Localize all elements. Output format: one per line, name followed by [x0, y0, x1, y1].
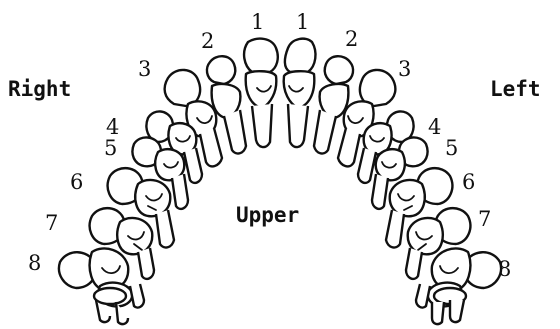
right-tooth-number-7: 7: [45, 211, 58, 235]
right-tooth-number-2: 2: [201, 29, 214, 53]
right-half-teeth: [59, 39, 278, 324]
left-tooth-number-1: 1: [296, 10, 309, 34]
left-third-molar: [416, 248, 501, 324]
right-tooth-number-1: 1: [251, 10, 264, 34]
right-tooth-number-5: 5: [104, 136, 117, 160]
left-side-label: Left: [490, 77, 541, 101]
right-third-molar: [59, 248, 144, 324]
left-tooth-number-4: 4: [428, 115, 441, 139]
right-central-incisor: [244, 39, 278, 147]
left-tooth-number-7: 7: [478, 207, 491, 231]
left-central-incisor: [284, 39, 316, 147]
left-tooth-number-6: 6: [462, 170, 475, 194]
right-tooth-number-3: 3: [138, 57, 151, 81]
left-tooth-number-2: 2: [345, 27, 358, 51]
left-tooth-number-3: 3: [398, 57, 411, 81]
right-tooth-number-8: 8: [28, 251, 41, 275]
right-tooth-number-6: 6: [70, 170, 83, 194]
left-tooth-number-5: 5: [445, 136, 458, 160]
arch-name-label: Upper: [236, 203, 299, 227]
right-side-label: Right: [8, 77, 71, 101]
